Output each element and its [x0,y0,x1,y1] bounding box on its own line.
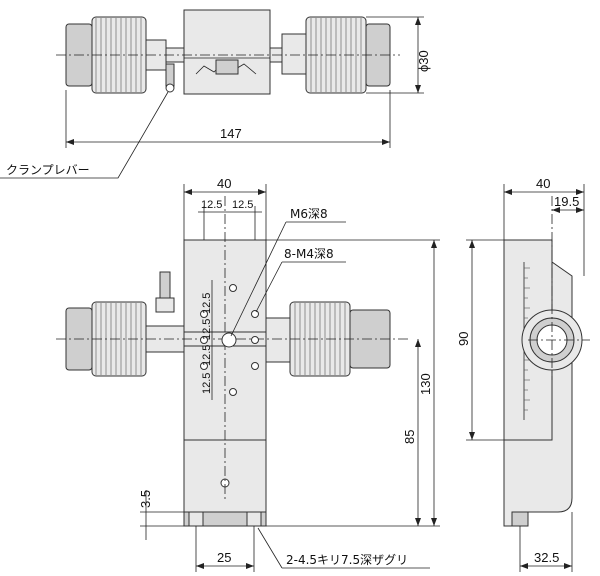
side-dim195-text: 19.5 [554,194,579,209]
dim147-arrow-left [66,139,74,145]
front-bolt-left [188,511,204,527]
side-dim40-arrow-right [576,189,584,195]
side-dim90-arrow-bottom [469,432,475,440]
m6-label: M6深8 [290,207,328,221]
dim25-arrow-left [196,563,204,569]
front-right-collar [265,317,291,363]
dim40-text: 40 [217,176,231,191]
m6-leader [230,221,287,337]
top-lock [215,59,239,75]
clamp-leader [0,91,169,179]
vpitch-text-4: 12.5 [201,373,213,394]
top-center-block [183,9,271,95]
dim85-arrow-bottom [415,518,421,526]
side-dim325-arrow-right [564,563,572,569]
dim40-arrow-right [258,189,266,195]
top-clamp-lever [165,63,175,87]
side-view: 40 19.5 90 32.5 [456,176,590,572]
m4-hole-8 [251,336,259,344]
vpitch-text-3: 12.5 [201,345,213,366]
m4-leader [255,261,283,313]
bolt-leader [257,527,283,569]
side-dim90-arrow-top [469,240,475,248]
dim130-text: 130 [418,373,433,395]
dim85-arrow-top [415,339,421,347]
dim25-text: 25 [217,550,231,565]
pitch-text-left: 12.5 [201,199,222,211]
top-view: 147 ϕ30 クランプレバー [0,9,431,179]
side-dim195-arrow-right [576,207,584,213]
m6-hole [221,332,237,348]
m4-hole-7 [200,336,208,344]
dia-arrow-bottom [415,85,421,93]
dim147-arrow-right [382,139,390,145]
dim147-text: 147 [220,126,242,141]
dim40-arrow-left [184,189,192,195]
side-dim325-arrow-left [520,563,528,569]
bolt-label: 2-4.5キリ7.5深ザグリ [286,553,408,567]
vpitch-text-2: 12.5 [201,319,213,340]
dim85-text: 85 [402,430,417,444]
m4-hole-3 [200,310,208,318]
side-dim40-arrow-left [504,189,512,195]
front-clamp-base [155,297,175,313]
front-clamp-lever [159,271,171,301]
side-dim195-arrow-left [552,207,560,213]
m4-hole-4 [200,362,208,370]
m4-hole-1 [229,284,237,292]
top-right-collar [281,33,307,75]
top-clamp-tip [165,83,175,93]
dim35-text: 3.5 [138,490,153,508]
side-dim90-text: 90 [456,332,471,346]
dia-text: ϕ30 [416,50,431,72]
m4-hole-5 [251,310,259,318]
m4-hole-2 [229,388,237,396]
front-base [183,511,267,527]
dia-arrow-top [415,17,421,25]
m4-hole-6 [251,362,259,370]
dim130-arrow-bottom [431,518,437,526]
front-view: 40 12.5 12.5 M6深8 8-M4深8 12.5 12.5 12.5 … [56,176,440,572]
pitch-text-right: 12.5 [232,199,253,211]
side-bolt [511,511,529,527]
vpitch-text-1: 12.5 [201,293,213,314]
dim25-arrow-right [246,563,254,569]
m4-label: 8-M4深8 [284,247,334,261]
side-dim40-text: 40 [536,176,550,191]
clamp-label: クランプレバー [6,163,90,177]
side-dim325-text: 32.5 [534,550,559,565]
dim130-arrow-top [431,240,437,248]
front-bolt-right [246,511,262,527]
